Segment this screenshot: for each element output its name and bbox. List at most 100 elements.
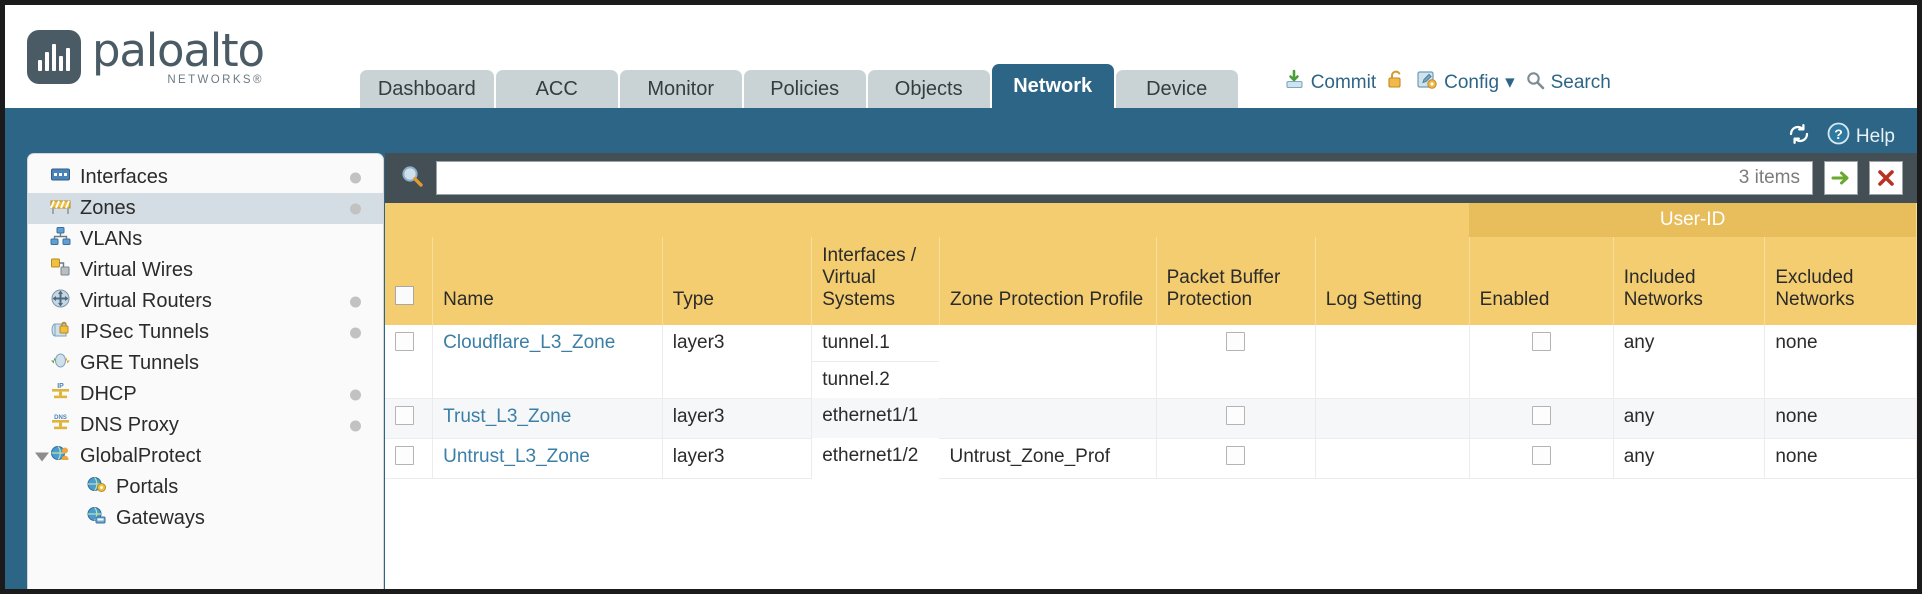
column-header-type[interactable]: Type [662, 237, 813, 325]
row-checkbox[interactable] [395, 405, 414, 425]
sidebar-item-gateways[interactable]: Gateways [28, 503, 383, 534]
packet-buffer-protection-checkbox[interactable] [1226, 405, 1246, 425]
column-header-name[interactable]: Name [432, 237, 663, 325]
row-select-cell [385, 398, 434, 439]
sidebar-item-virtual-routers[interactable]: Virtual Routers [28, 286, 383, 317]
gre-tunnels-icon [50, 350, 71, 377]
zone-name-link[interactable]: Trust_L3_Zone [443, 405, 572, 427]
svg-text:?: ? [1834, 126, 1843, 142]
sidebar-item-gre-tunnels[interactable]: GRE Tunnels [28, 348, 383, 379]
brand-name: paloalto [92, 23, 265, 77]
zone-name-cell: Untrust_L3_Zone [432, 438, 663, 479]
clear-filter-x-icon [1878, 170, 1894, 186]
search-button[interactable]: Search [1525, 70, 1611, 96]
zone-type-cell: layer3 [662, 398, 813, 439]
sidebar-status-dot [350, 327, 361, 338]
commit-button[interactable]: Commit [1284, 69, 1376, 96]
lock-button[interactable] [1386, 69, 1406, 96]
clear-filter-button[interactable] [1869, 161, 1903, 195]
expand-collapse-caret-icon[interactable] [35, 452, 49, 461]
svg-text:DNS: DNS [54, 415, 67, 421]
column-header-log-setting[interactable]: Log Setting [1315, 237, 1470, 325]
userid-enabled-cell [1469, 325, 1614, 399]
vlans-icon [50, 226, 71, 253]
zone-name-link[interactable]: Cloudflare_L3_Zone [443, 332, 616, 353]
row-select-cell [385, 438, 434, 479]
sidebar-item-label: GRE Tunnels [80, 352, 199, 374]
sidebar-item-zones[interactable]: Zones [28, 193, 383, 224]
column-header-enabled[interactable]: Enabled [1469, 237, 1614, 325]
sidebar-status-dot [350, 420, 361, 431]
log-setting-cell [1315, 325, 1470, 399]
tab-objects[interactable]: Objects [867, 70, 990, 108]
interface-entry: tunnel.1 [812, 325, 940, 362]
interface-entry: tunnel.2 [822, 369, 890, 390]
zone-protection-profile-cell: Untrust_Zone_Prof [939, 438, 1157, 479]
tab-network[interactable]: Network [991, 64, 1114, 108]
packet-buffer-protection-checkbox[interactable] [1226, 332, 1246, 351]
userid-enabled-checkbox[interactable] [1531, 445, 1551, 465]
userid-enabled-cell [1469, 438, 1614, 479]
tab-acc[interactable]: ACC [495, 70, 618, 108]
table-body: Cloudflare_L3_Zone layer3 tunnel.1 tunnel.2… [385, 325, 1917, 479]
search-label: Search [1550, 71, 1611, 93]
sidebar-item-vlans[interactable]: VLANs [28, 224, 383, 255]
config-menu[interactable]: Config ▾ [1416, 69, 1515, 96]
sidebar-item-interfaces[interactable]: Interfaces [28, 162, 383, 193]
zone-name-cell: Cloudflare_L3_Zone [432, 325, 663, 399]
group-header-spacer [385, 203, 1470, 237]
zones-icon [50, 195, 71, 222]
sidebar-item-label: Virtual Routers [80, 290, 212, 312]
refresh-icon[interactable] [1787, 123, 1811, 151]
sidebar-item-virtual-wires[interactable]: Virtual Wires [28, 255, 383, 286]
row-checkbox[interactable] [395, 332, 414, 351]
tab-monitor[interactable]: Monitor [619, 70, 742, 108]
sidebar-item-globalprotect[interactable]: GlobalProtect [28, 441, 383, 472]
excluded-networks-cell: none [1764, 325, 1917, 399]
tab-policies[interactable]: Policies [743, 70, 866, 108]
column-header-zone-protection-profile[interactable]: Zone Protection Profile [939, 237, 1157, 325]
userid-enabled-checkbox[interactable] [1531, 405, 1551, 425]
help-icon: ? [1827, 122, 1850, 151]
tab-device[interactable]: Device [1115, 70, 1238, 108]
search-input[interactable]: 3 items [436, 161, 1813, 195]
column-header-excluded-networks[interactable]: Excluded Networks [1764, 237, 1917, 325]
excluded-networks-cell: none [1764, 438, 1917, 479]
sidebar-item-portals[interactable]: Portals [28, 472, 383, 503]
apply-filter-button[interactable] [1824, 161, 1858, 195]
search-icon[interactable] [399, 163, 425, 194]
column-header-packet-buffer-protection[interactable]: Packet Buffer Protection [1156, 237, 1316, 325]
interfaces-cell: tunnel.1 tunnel.2 [812, 325, 940, 398]
sidebar-item-label: Gateways [116, 507, 205, 529]
sidebar-item-ipsec-tunnels[interactable]: IPSec Tunnels [28, 317, 383, 348]
included-networks-cell: any [1613, 398, 1766, 439]
row-checkbox[interactable] [395, 445, 414, 465]
group-header-row: User-ID [385, 203, 1917, 237]
packet-buffer-protection-checkbox[interactable] [1226, 445, 1246, 465]
userid-enabled-checkbox[interactable] [1531, 332, 1551, 351]
tab-dashboard[interactable]: Dashboard [359, 70, 494, 108]
sidebar-item-label: Interfaces [80, 166, 168, 188]
row-select-cell [385, 325, 434, 399]
zone-name-cell: Trust_L3_Zone [432, 398, 663, 439]
utility-bar: Commit [1284, 69, 1611, 96]
help-button[interactable]: ? Help [1827, 122, 1895, 151]
column-header-included-networks[interactable]: Included Networks [1613, 237, 1766, 325]
sidebar-item-label: Portals [116, 476, 179, 498]
select-all-header [385, 237, 434, 325]
portals-icon [86, 474, 107, 501]
column-header-interfaces-virtual-systems[interactable]: Interfaces / Virtual Systems [811, 237, 940, 325]
select-all-checkbox[interactable] [395, 286, 414, 305]
zone-name-link[interactable]: Untrust_L3_Zone [443, 445, 590, 467]
chevron-down-icon: ▾ [1505, 72, 1515, 93]
sidebar-item-label: IPSec Tunnels [80, 321, 209, 343]
